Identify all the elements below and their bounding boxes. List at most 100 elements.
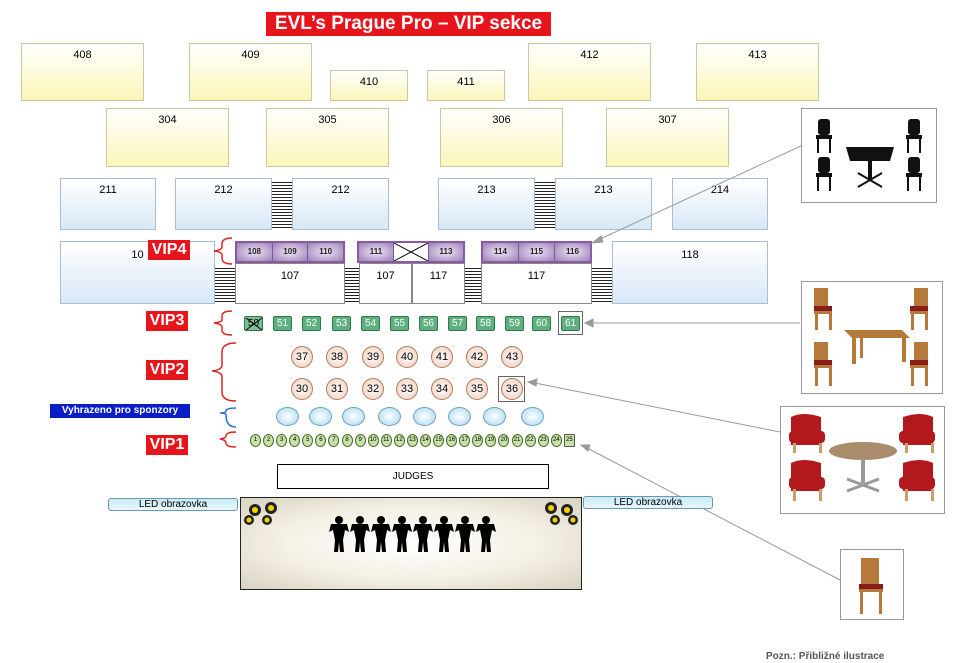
vip2-seat[interactable]: 41 <box>431 346 453 368</box>
vip1-seat[interactable]: 14 <box>420 434 431 447</box>
vip2-seat[interactable]: 35 <box>466 378 488 400</box>
vip2-seat[interactable]: 38 <box>326 346 348 368</box>
stage-light-right-icon <box>535 498 581 528</box>
section-214[interactable]: 214 <box>672 178 768 230</box>
athletes-silhouettes <box>329 516 496 552</box>
vip3-seat[interactable]: 53 <box>332 316 351 331</box>
sponsor-seat[interactable] <box>342 407 365 426</box>
section-107-small[interactable]: 107 <box>359 263 412 304</box>
vip1-seat[interactable]: 2 <box>263 434 275 447</box>
vip1-seat[interactable]: 16 <box>446 434 458 447</box>
section-408[interactable]: 408 <box>21 43 144 101</box>
vip1-seat[interactable]: 19 <box>485 434 497 447</box>
vip4-label: VIP4 <box>148 240 190 260</box>
vip4-seat[interactable]: 115 <box>518 243 554 261</box>
sponsor-seat[interactable] <box>521 407 544 426</box>
vip3-label: VIP3 <box>146 311 188 331</box>
vip1-seat[interactable]: 10 <box>367 434 379 447</box>
vip1-seat[interactable]: 13 <box>406 434 418 447</box>
vip2-seat[interactable]: 31 <box>326 378 348 400</box>
vip2-seat[interactable]: 30 <box>291 378 313 400</box>
stairs <box>345 266 359 302</box>
vip3-seat[interactable]: 50 <box>244 316 263 331</box>
vip1-seat[interactable]: 21 <box>511 434 523 447</box>
vip1-seat[interactable]: 23 <box>537 434 549 447</box>
section-213-right[interactable]: 213 <box>555 178 652 230</box>
section-212-left[interactable]: 212 <box>175 178 272 230</box>
vip1-seat[interactable]: 6 <box>315 434 327 447</box>
section-413[interactable]: 413 <box>696 43 819 101</box>
section-306[interactable]: 306 <box>440 108 563 167</box>
section-412[interactable]: 412 <box>528 43 651 101</box>
vip1-seat[interactable]: 4 <box>289 434 301 447</box>
section-305[interactable]: 305 <box>266 108 389 167</box>
vip2-seat[interactable]: 36 <box>501 378 523 400</box>
vip1-seat[interactable]: 17 <box>459 434 471 447</box>
vip4-seat[interactable]: 114 <box>483 243 518 261</box>
vip4-seat[interactable]: 109 <box>271 243 308 261</box>
vip3-seat-61-frame <box>558 311 583 335</box>
vip2-seat[interactable]: 34 <box>431 378 453 400</box>
stairs <box>592 266 612 302</box>
vip1-seat[interactable]: 3 <box>276 434 288 447</box>
vip3-seat[interactable]: 52 <box>302 316 321 331</box>
section-213-left[interactable]: 213 <box>438 178 535 230</box>
section-304[interactable]: 304 <box>106 108 229 167</box>
vip1-seat[interactable]: 24 <box>550 434 562 447</box>
vip1-seat[interactable]: 11 <box>380 434 392 447</box>
vip3-seat[interactable]: 60 <box>532 316 551 331</box>
vip2-seat[interactable]: 39 <box>362 346 384 368</box>
vip2-seat-36-frame <box>498 376 525 402</box>
lounge-table-armchairs-illustration <box>780 406 945 514</box>
sponsor-seat[interactable] <box>413 407 436 426</box>
sponsor-seat[interactable] <box>378 407 401 426</box>
vip4-seat[interactable]: 116 <box>554 243 590 261</box>
vip4-seat[interactable]: 113 <box>428 243 463 261</box>
vip1-seat[interactable]: 25 <box>563 434 575 447</box>
vip1-seat[interactable]: 18 <box>472 434 484 447</box>
vip3-seat[interactable]: 55 <box>390 316 409 331</box>
vip1-seat[interactable]: 5 <box>302 434 314 447</box>
vip3-seat[interactable]: 61 <box>561 316 580 331</box>
vip1-seat[interactable]: 12 <box>393 434 405 447</box>
vip1-seat[interactable]: 20 <box>498 434 510 447</box>
section-410[interactable]: 410 <box>330 70 408 101</box>
section-409[interactable]: 409 <box>189 43 312 101</box>
section-117-small[interactable]: 117 <box>412 263 465 304</box>
note-text: Pozn.: Přibližné ilustrace <box>766 651 885 662</box>
section-211[interactable]: 211 <box>60 178 156 230</box>
stairs <box>272 180 292 228</box>
vip3-seat[interactable]: 57 <box>448 316 467 331</box>
vip2-seat[interactable]: 43 <box>501 346 523 368</box>
sponsor-seat[interactable] <box>276 407 299 426</box>
vip3-seat[interactable]: 59 <box>505 316 524 331</box>
section-107-main[interactable]: 107 <box>235 263 345 304</box>
vip3-seat[interactable]: 56 <box>419 316 438 331</box>
vip1-seat[interactable]: 22 <box>524 434 536 447</box>
vip4-seat[interactable]: 111 <box>359 243 393 261</box>
vip3-seat[interactable]: 58 <box>476 316 495 331</box>
section-212-right[interactable]: 212 <box>292 178 389 230</box>
vip2-seat[interactable]: 42 <box>466 346 488 368</box>
vip1-seat[interactable]: 1 <box>250 434 261 447</box>
vip4-seat[interactable]: 110 <box>307 243 344 261</box>
vip2-seat[interactable]: 40 <box>396 346 418 368</box>
sponsor-seat[interactable] <box>483 407 506 426</box>
vip1-seat[interactable]: 9 <box>354 434 366 447</box>
vip2-seat[interactable]: 33 <box>396 378 418 400</box>
section-411[interactable]: 411 <box>427 70 505 101</box>
vip3-seat[interactable]: 51 <box>273 316 292 331</box>
vip1-seat[interactable]: 15 <box>433 434 445 447</box>
vip4-seat[interactable]: 108 <box>237 243 272 261</box>
vip3-seat[interactable]: 54 <box>361 316 380 331</box>
sponsor-seat[interactable] <box>448 407 471 426</box>
vip1-seat[interactable]: 7 <box>328 434 340 447</box>
vip1-seat[interactable]: 8 <box>341 434 353 447</box>
section-118[interactable]: 118 <box>612 241 768 304</box>
vip2-seat[interactable]: 32 <box>362 378 384 400</box>
section-117-main[interactable]: 117 <box>481 263 592 304</box>
sponsor-seat[interactable] <box>309 407 332 426</box>
section-307[interactable]: 307 <box>606 108 729 167</box>
vip2-seat[interactable]: 37 <box>291 346 313 368</box>
